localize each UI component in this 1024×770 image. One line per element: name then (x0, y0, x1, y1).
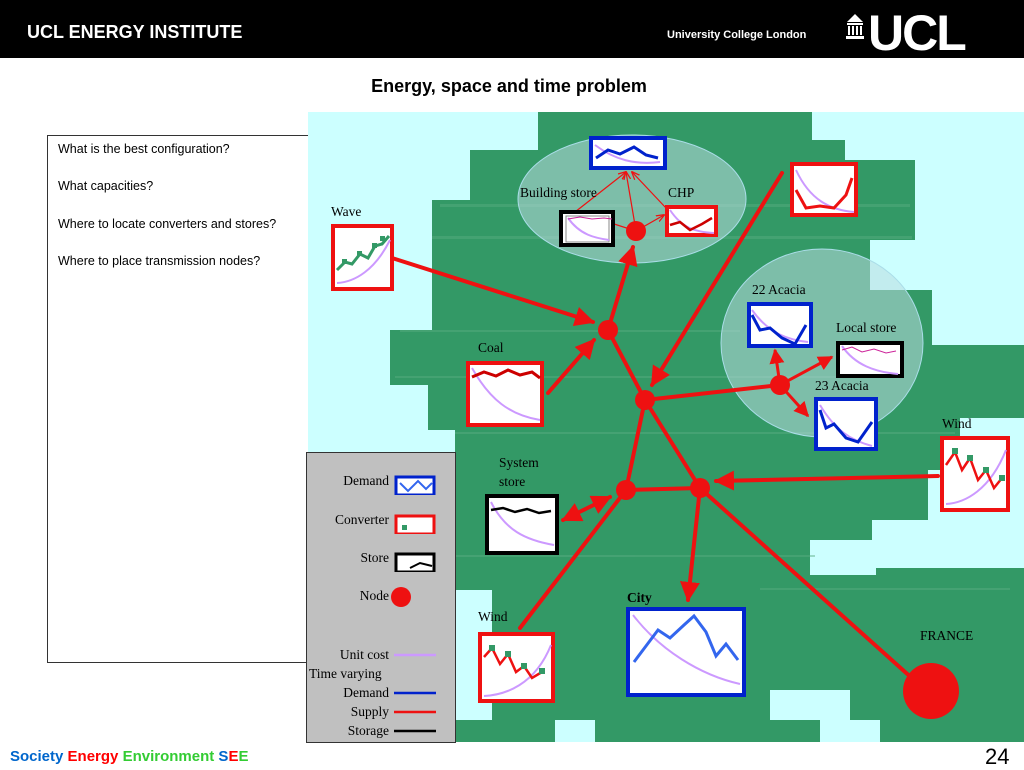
network-nodes (598, 221, 959, 719)
coal-chart (466, 361, 544, 427)
legend-converter-swatch (394, 514, 436, 534)
legend-panel: Demand Converter Store Node Unit cost Ti… (306, 452, 456, 743)
page-number: 24 (985, 744, 1010, 769)
label-22-acacia: 22 Acacia (752, 282, 806, 297)
label-coal: Coal (478, 340, 504, 355)
footer-energy: Energy (67, 748, 119, 765)
label-building-store: Building store (520, 185, 597, 200)
label-city: City (627, 590, 652, 605)
question-4: Where to place transmission nodes? (58, 254, 261, 268)
portico-icon (846, 14, 864, 39)
legend-supply-line-label: Supply (350, 704, 389, 719)
node-chp (626, 221, 646, 241)
legend-time-varying-label: Time varying (309, 666, 382, 681)
questions-panel: What is the best configuration? What cap… (47, 135, 311, 663)
label-local-store: Local store (836, 320, 896, 335)
footer-see-e1: E (228, 748, 239, 765)
sea-inlets (555, 690, 880, 742)
label-france: FRANCE (920, 628, 973, 643)
building-demand-chart (589, 136, 667, 170)
label-wind-east: Wind (942, 416, 972, 431)
legend-store-label: Store (360, 550, 390, 565)
acacia22-demand-chart (747, 302, 813, 348)
footer-see-e2: E (238, 748, 249, 765)
label-system-store-2: store (499, 474, 525, 489)
legend-converter-label: Converter (335, 512, 389, 527)
legend-unit-cost-label: Unit cost (339, 647, 389, 662)
header-bar: UCL ENERGY INSTITUTE University College … (0, 0, 1024, 58)
question-2: What capacities? (58, 179, 154, 193)
acacia23-demand-chart (814, 397, 878, 451)
page-title: Energy, space and time problem (371, 76, 647, 96)
chp-chart (665, 205, 718, 237)
university-name: University College London (667, 29, 807, 41)
building-store-chart (559, 210, 615, 247)
city-demand-chart (626, 607, 746, 697)
wave-chart (331, 224, 394, 291)
footer-society: Society (10, 748, 64, 765)
legend-storage-line-label: Storage (347, 723, 389, 738)
label-chp: CHP (668, 185, 694, 200)
footer-environment: Environment (122, 748, 215, 765)
local-store-chart (836, 341, 904, 378)
question-3: Where to locate converters and stores? (58, 217, 277, 231)
question-1: What is the best configuration? (58, 142, 230, 156)
wind-south-chart (478, 632, 555, 703)
legend-supply-line (394, 710, 436, 714)
node-central (635, 390, 655, 410)
node-france (903, 663, 959, 719)
ucl-logo: UCL (868, 5, 967, 61)
converter-chart-northeast (790, 162, 858, 217)
legend-demand-label: Demand (343, 473, 389, 488)
node-acacia (770, 375, 790, 395)
node-north (598, 320, 618, 340)
legend-demand-line-label: Demand (343, 685, 389, 700)
energy-network-map: Wave Building store CHP 22 Acacia Local … (308, 112, 1024, 742)
node-south-east (690, 478, 710, 498)
legend-node-swatch (391, 587, 411, 607)
legend-storage-line (394, 729, 436, 733)
legend-node-label: Node (359, 588, 389, 603)
label-23-acacia: 23 Acacia (815, 378, 869, 393)
wind-east-chart (940, 436, 1010, 512)
institute-name: UCL ENERGY INSTITUTE (27, 22, 243, 42)
transmission-links (390, 171, 940, 682)
legend-demand-line (394, 691, 436, 695)
legend-unit-cost-line (394, 653, 436, 657)
footer-tagline: Society Energy Environment SEE (10, 748, 248, 765)
footer-see-s: S (218, 748, 229, 765)
legend-demand-swatch (394, 475, 436, 495)
legend-store-swatch (394, 552, 436, 572)
label-wind-south: Wind (478, 609, 508, 624)
system-store-chart (485, 494, 559, 555)
label-system-store-1: System (499, 455, 539, 470)
label-wave: Wave (331, 204, 361, 219)
node-south-west (616, 480, 636, 500)
